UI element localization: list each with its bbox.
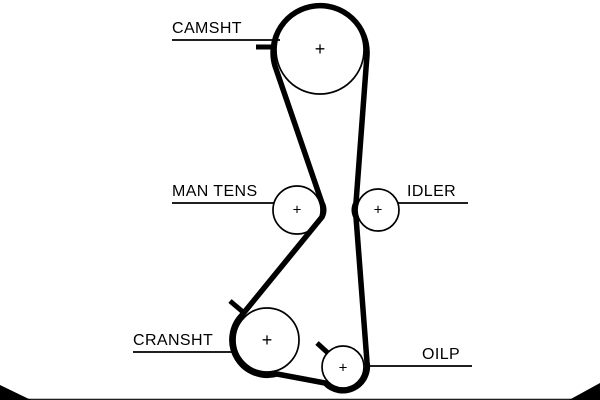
crankshaft-group: + CRANSHT <box>133 299 300 373</box>
camshaft-label: CAMSHT <box>172 20 242 37</box>
idler-center-mark: + <box>374 202 383 219</box>
tensioner-group: + MAN TENS <box>172 183 322 235</box>
idler-label: IDLER <box>407 183 456 200</box>
idler-pulley <box>356 188 400 232</box>
camshaft-center-mark: + <box>315 39 326 59</box>
oil-pump-group: + OILP <box>315 341 472 389</box>
tensioner-pulley <box>272 185 322 235</box>
crankshaft-pulley <box>234 307 300 373</box>
bottom-left-corner-wedge <box>0 385 31 400</box>
crankshaft-center-mark: + <box>262 330 273 350</box>
image-edge-artifacts <box>0 383 600 400</box>
bottom-right-corner-wedge <box>569 383 600 400</box>
oil-pump-timing-mark <box>315 341 330 355</box>
tensioner-center-mark: + <box>293 202 302 219</box>
crankshaft-timing-mark <box>228 299 245 314</box>
idler-group: + IDLER <box>356 183 468 232</box>
camshaft-group: + CAMSHT <box>172 5 365 95</box>
camshaft-pulley <box>275 5 365 95</box>
oil-pump-pulley <box>321 345 365 389</box>
oil-pump-center-mark: + <box>339 360 348 377</box>
oil-pump-label: OILP <box>422 346 460 363</box>
crankshaft-label: CRANSHT <box>133 332 213 349</box>
tensioner-label: MAN TENS <box>172 183 258 200</box>
